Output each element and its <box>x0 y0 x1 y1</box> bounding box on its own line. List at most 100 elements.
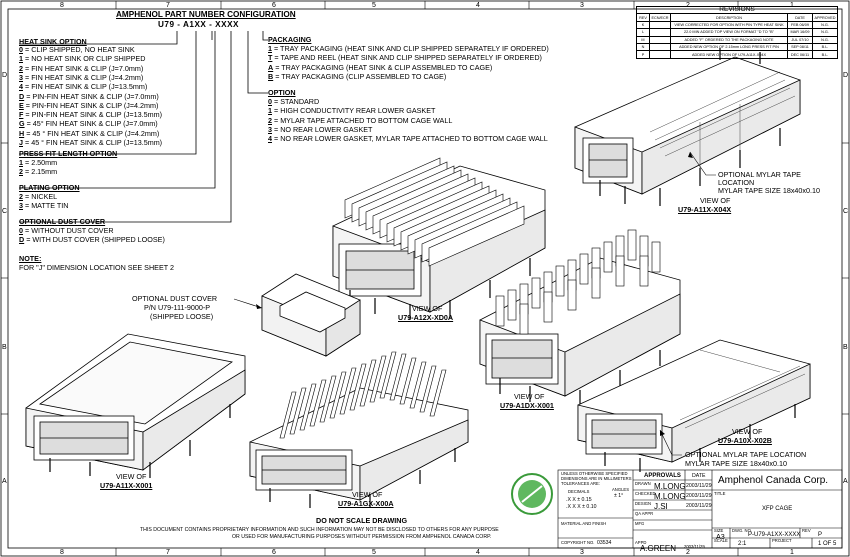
view-label: VIEW OF <box>412 304 443 313</box>
approval-date: 2003/11/29 <box>686 503 712 509</box>
option-code: 1 <box>19 54 23 64</box>
revisions-body: K VIEW CORRECTED FOR OPTION WITH PIN TYPE… <box>636 20 838 59</box>
view-label: VIEW OF <box>514 392 545 401</box>
approval-role: QA APPR <box>635 511 654 516</box>
revision-cell: N.G. <box>812 20 838 30</box>
option-code: 2 <box>19 192 23 201</box>
option-text: = 2.15mm <box>23 167 58 176</box>
callout-arrowheads <box>256 152 693 436</box>
option-code: D <box>19 235 25 244</box>
option-text: = FIN HEAT SINK & CLIP (J=4.2mm) <box>23 72 144 82</box>
config-leaders <box>19 31 268 223</box>
option-code: J <box>19 138 23 147</box>
revision-cell: 22.0 MIN ADDED TOP VIEW ON FORMAT "D TO … <box>670 28 788 37</box>
option-text: = HIGH CONDUCTIVITY REAR LOWER GASKET <box>272 106 436 116</box>
view-name-a1dx-x001: U79-A1DX-X001 <box>500 401 554 410</box>
revision-cell <box>649 50 671 59</box>
revisions-header-cell: ECN/ECR <box>649 13 671 22</box>
revision-cell: JUL 07/10 <box>787 35 813 44</box>
revision-cell <box>649 28 671 37</box>
drawing-rev: P <box>818 532 823 538</box>
revisions-header-cell: DESCRIPTION <box>670 13 788 22</box>
cage-view-a11x-x04x <box>574 48 801 206</box>
press-fit-item: 1 = 2.50mm <box>19 159 57 166</box>
option-text: = TRAY PACKAGING (HEAT SINK AND CLIP SHI… <box>272 44 549 53</box>
revision-cell: P <box>636 50 650 59</box>
approval-role: MFG <box>635 521 645 526</box>
option-text: = MYLAR TAPE ATTACHED TO BOTTOM CAGE WAL… <box>272 115 453 125</box>
note-text: FOR "J" DIMENSION LOCATION SEE SHEET 2 <box>19 263 175 272</box>
approval-name: J.SI <box>654 502 668 511</box>
revision-cell: MAR 16/09 <box>787 28 813 37</box>
drawing-number: P-U79-A1XX-XXXX <box>748 532 801 538</box>
option-code: 1 <box>19 158 23 167</box>
revisions-header-cell: APPROVED <box>812 13 838 22</box>
revision-cell: B.L. <box>812 42 838 52</box>
option-code: 4 <box>268 134 272 144</box>
option-text: = NO HEAT SINK OR CLIP SHIPPED <box>23 54 146 64</box>
option-text: = FIN HEAT SINK & CLIP (J=7.0mm) <box>23 63 144 73</box>
option-code: 2 <box>19 167 23 176</box>
option-code: 1 <box>268 44 272 53</box>
press-fit-header: PRESS FIT LENGTH OPTION <box>19 149 118 158</box>
rohs-logo <box>511 473 553 515</box>
option-text: = STANDARD <box>272 97 320 106</box>
revision-cell: L <box>636 28 650 37</box>
heat-sink-item: 1 = NO HEAT SINK OR CLIP SHIPPED <box>19 55 145 62</box>
option-code: 2 <box>19 63 23 73</box>
do-not-scale-note: DO NOT SCALE DRAWING <box>316 516 408 525</box>
cage-view-a1gx-x00a <box>249 351 469 508</box>
option-text: = 2.50mm <box>23 158 58 167</box>
config-part-number: U79 - A1XX - XXXX <box>158 20 239 29</box>
revision-cell: K <box>636 20 650 30</box>
heat-sink-item: 3 = FIN HEAT SINK & CLIP (J=4.2mm) <box>19 74 143 81</box>
revision-cell: VIEW CORRECTED FOR OPTION WITH PIN TYPE … <box>670 20 788 30</box>
option-text: = CLIP SHIPPED, NO HEAT SINK <box>23 45 135 54</box>
approval-name: M.LONG <box>654 492 686 501</box>
option-text: = PIN-FIN HEAT SINK & CLIP (J=7.0mm) <box>24 91 159 101</box>
view-label: VIEW OF <box>700 196 731 205</box>
revision-cell: B.L. <box>812 50 838 59</box>
option-code: 3 <box>19 201 23 210</box>
revision-cell: SEP 08/11 <box>787 42 813 52</box>
view-label: VIEW OF <box>116 472 147 481</box>
approval-role: CHECKED <box>635 491 656 496</box>
title-block-lines <box>557 469 843 549</box>
drawing-title: XFP CAGE <box>762 506 793 512</box>
view-name-a12x-xd0a: U79-A12X-XD0A <box>398 313 454 322</box>
option-text: = WITHOUT DUST COVER <box>23 226 114 235</box>
option-text: = MATTE TIN <box>23 201 69 210</box>
option-code: 0 <box>19 226 23 235</box>
packaging-item: A = TRAY PACKAGING (HEAT SINK & CLIP ASS… <box>268 62 493 72</box>
option-text: = TRAY PACKAGING (HEAT SINK & CLIP ASSEM… <box>273 62 493 72</box>
revisions-header-cell: DATE <box>787 13 813 22</box>
revision-cell: FEB 06/09 <box>787 20 813 30</box>
revisions-header-cell: REV <box>636 13 650 22</box>
heat-sink-item: 0 = CLIP SHIPPED, NO HEAT SINK <box>19 46 135 53</box>
option-code: 4 <box>19 82 23 92</box>
approval-role: DESIGN <box>635 501 652 506</box>
option-header: OPTION <box>268 88 296 97</box>
option-item: 4 = NO REAR LOWER GASKET, MYLAR TAPE ATT… <box>268 135 548 142</box>
option-code: 2 <box>268 115 272 125</box>
option-code: 3 <box>19 72 23 82</box>
revision-row: L 22.0 MIN ADDED TOP VIEW ON FORMAT "D TO… <box>636 28 838 37</box>
option-text: = PIN-FIN HEAT SINK & CLIP (J=4.2mm) <box>23 100 159 110</box>
view-label: VIEW OF <box>352 490 383 499</box>
config-title: AMPHENOL PART NUMBER CONFIGURATION <box>116 10 296 19</box>
option-code: E <box>19 100 24 110</box>
option-text: = FIN HEAT SINK & CLIP (J=13.5mm) <box>23 82 148 92</box>
option-text: = NO REAR LOWER GASKET <box>272 124 373 134</box>
option-item: 1 = HIGH CONDUCTIVITY REAR LOWER GASKET <box>268 107 435 114</box>
option-code: 1 <box>268 106 272 116</box>
option-text: = PIN-FIN HEAT SINK & CLIP (J=13.5mm) <box>23 110 162 120</box>
option-item: 2 = MYLAR TAPE ATTACHED TO BOTTOM CAGE W… <box>268 115 453 125</box>
sheet-number: 1 OF 5 <box>818 541 837 547</box>
option-item: 3 = NO REAR LOWER GASKET <box>268 126 372 133</box>
revision-cell: DEC 06/11 <box>787 50 813 59</box>
